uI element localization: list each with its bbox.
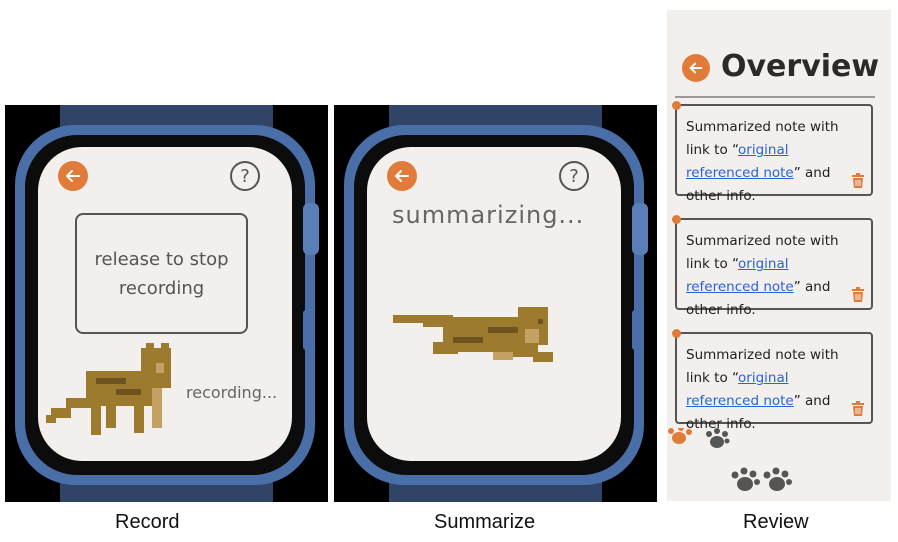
note-text-after: ” and other info. xyxy=(686,279,831,318)
arrow-left-icon xyxy=(395,170,409,182)
note-text-after: ” and other info. xyxy=(686,393,831,432)
help-icon: ? xyxy=(240,165,250,187)
page-title: Overview xyxy=(721,49,880,84)
note-text-after: ” and other info. xyxy=(686,165,831,204)
trash-icon[interactable] xyxy=(851,172,865,188)
record-screen: ? release to stop recording xyxy=(38,147,292,461)
recording-status: recording... xyxy=(186,383,278,402)
release-label-line1: release to stop xyxy=(94,248,229,270)
note-card[interactable]: Summarized note with link to “original r… xyxy=(672,215,873,318)
help-button[interactable]: ? xyxy=(230,161,260,191)
note-card[interactable]: Summarized note with link to “original r… xyxy=(672,329,873,432)
note-text-before: Summarized note with link to “ xyxy=(686,119,839,158)
divider xyxy=(675,96,875,98)
note-card[interactable]: Summarized note with link to “original r… xyxy=(672,101,873,204)
record-button[interactable]: release to stop recording xyxy=(75,213,248,334)
arrow-left-icon xyxy=(66,170,80,182)
note-dot xyxy=(672,329,681,338)
summarize-caption: Summarize xyxy=(434,511,536,533)
arrow-left-icon xyxy=(689,62,703,74)
walking-cat-icon xyxy=(46,343,171,435)
note-dot xyxy=(672,215,681,224)
note-text-before: Summarized note with link to “ xyxy=(686,233,839,272)
running-cat-icon xyxy=(393,307,553,362)
release-label-line2: recording xyxy=(118,277,205,299)
record-caption: Record xyxy=(115,511,180,533)
back-button[interactable] xyxy=(387,161,417,191)
note-link[interactable]: original referenced note xyxy=(686,256,794,295)
help-icon: ? xyxy=(569,165,579,187)
note-link[interactable]: original referenced note xyxy=(686,142,794,181)
review-panel: Overview Summarized note with link to “o… xyxy=(667,10,891,501)
trash-icon[interactable] xyxy=(851,286,865,302)
back-button[interactable] xyxy=(682,54,710,82)
back-button[interactable] xyxy=(58,161,88,191)
note-link[interactable]: original referenced note xyxy=(686,370,794,409)
help-button[interactable]: ? xyxy=(559,161,589,191)
paw-prints-icon xyxy=(668,428,792,491)
review-caption: Review xyxy=(743,511,809,533)
summarize-panel: ? summarizing... xyxy=(334,105,657,502)
summarizing-status: summarizing... xyxy=(392,201,585,229)
note-text-before: Summarized note with link to “ xyxy=(686,347,839,386)
record-panel: ? release to stop recording xyxy=(5,105,328,502)
summarize-screen: ? summarizing... xyxy=(367,147,621,461)
trash-icon[interactable] xyxy=(851,400,865,416)
note-dot xyxy=(672,101,681,110)
release-label: release to stop recording xyxy=(94,245,228,303)
